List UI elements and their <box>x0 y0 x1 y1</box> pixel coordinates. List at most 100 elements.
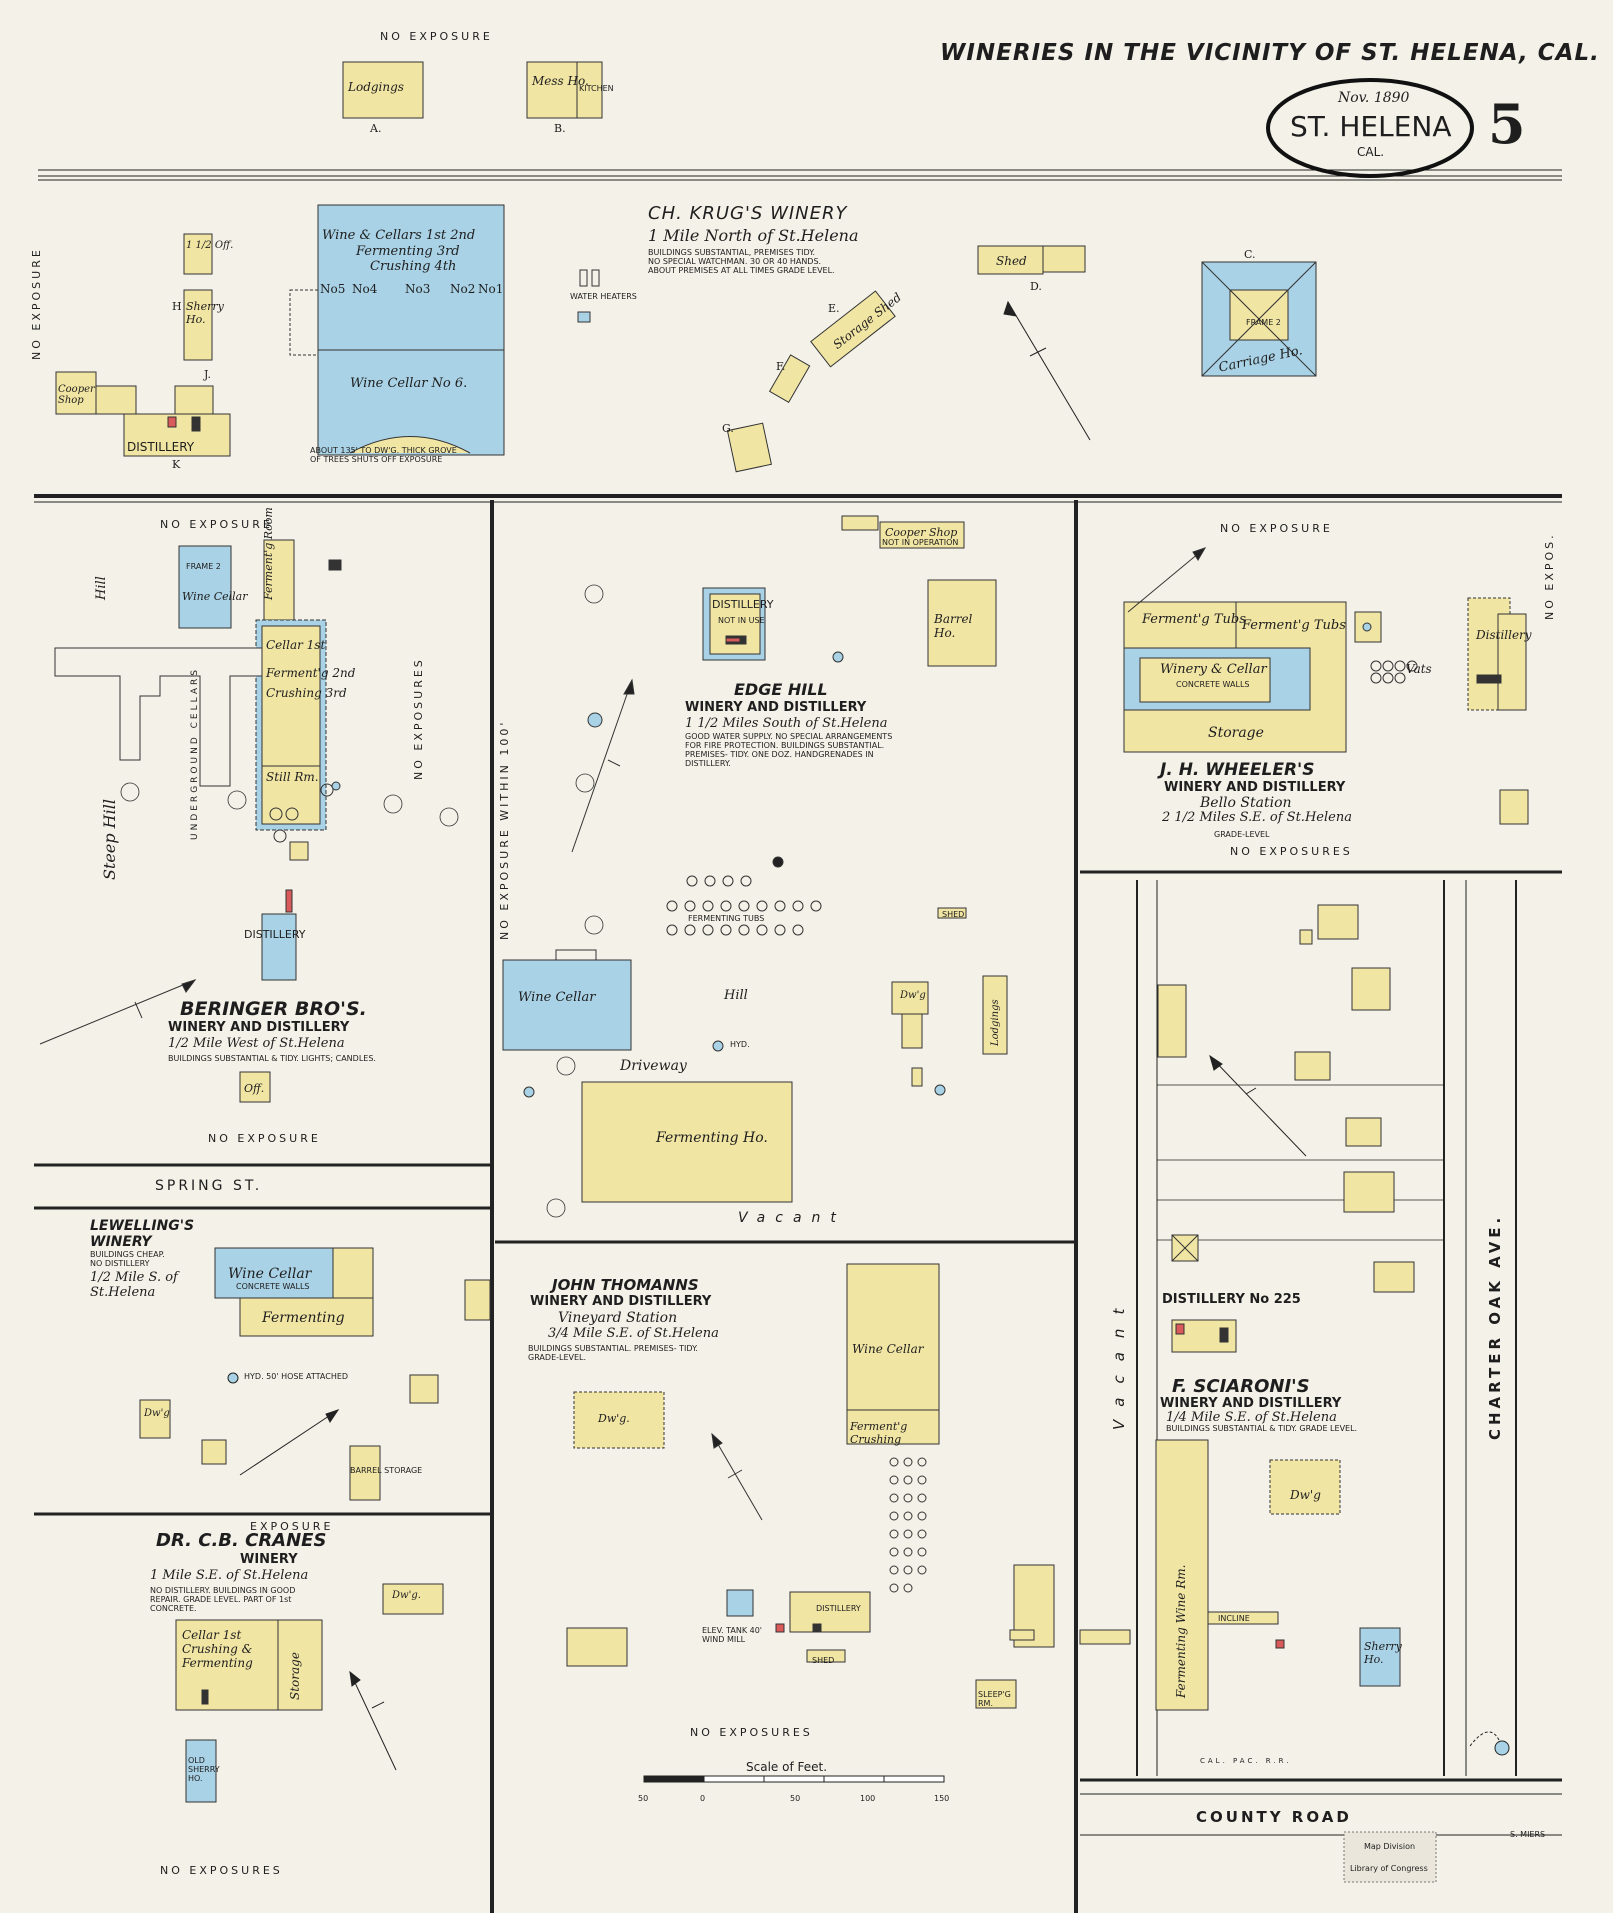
beringer-crushing: Crushing 3rd <box>266 686 347 700</box>
sciaroni-sherry: Sherry Ho. <box>1364 1640 1402 1666</box>
sherry-label: Sherry Ho. <box>186 300 224 326</box>
letter-g: G. <box>722 422 734 435</box>
frame-label: FRAME 2 <box>1246 318 1281 327</box>
beringer-notes: BUILDINGS SUBSTANTIAL & TIDY. LIGHTS; CA… <box>168 1054 376 1063</box>
lewelling-storage: BARREL STORAGE <box>350 1466 423 1475</box>
wheeler-ferment1: Ferment'g Tubs <box>1142 612 1246 627</box>
thomann-cellar: Wine Cellar <box>852 1342 924 1356</box>
library-stamp <box>1343 1831 1437 1883</box>
scale-tick-1: 0 <box>700 1794 706 1803</box>
wheeler-exposure-side: NO EXPOS. <box>1543 532 1556 620</box>
county-road: COUNTY ROAD <box>1196 1808 1352 1826</box>
krug-side-exposure: NO EXPOSURE <box>30 247 43 360</box>
charter-oak-ave: CHARTER OAK AVE. <box>1486 1213 1504 1440</box>
top-exposure: NO EXPOSURE <box>380 30 493 43</box>
wheeler-winery-label: Winery & Cellar <box>1160 662 1267 677</box>
thomann-dwg: Dw'g. <box>598 1412 630 1425</box>
storage-shed <box>810 290 896 368</box>
wheeler-ferment2: Ferment'g Tubs <box>1242 618 1346 633</box>
wheeler-exposure-bottom: NO EXPOSURES <box>1230 845 1353 858</box>
beringer-ferment: Ferment'g 2nd <box>266 666 356 680</box>
beringer-cellar-label: Wine Cellar <box>182 590 248 603</box>
lewelling-fermenting: Fermenting <box>262 1310 345 1326</box>
beringer-sub: WINERY AND DISTILLERY <box>168 1020 350 1035</box>
wheeler-location: 2 1/2 Miles S.E. of St.Helena <box>1162 810 1352 825</box>
cranes-location: 1 Mile S.E. of St.Helena <box>150 1568 309 1583</box>
beringer-location: 1/2 Mile West of St.Helena <box>168 1036 345 1051</box>
barrel-label: Barrel Ho. <box>934 612 973 640</box>
lodgings-edgehill: Lodgings <box>990 999 1001 1046</box>
letter-c: C. <box>1244 248 1256 261</box>
railroad-label: CAL. PAC. R.R. <box>1200 1757 1292 1765</box>
letter-h: H <box>172 300 182 313</box>
mess-house <box>526 61 578 119</box>
edgehill-cooper: Cooper Shop <box>885 526 958 539</box>
thomann-exposure: NO EXPOSURES <box>690 1726 813 1739</box>
beringer-exposure-top: NO EXPOSURE <box>160 518 273 531</box>
city-name: ST. HELENA <box>1290 110 1452 143</box>
beringer-wine-cellar <box>178 545 232 629</box>
sciaroni-name: F. SCIARONI'S <box>1172 1376 1310 1397</box>
krug-distillery <box>123 413 231 457</box>
spring-street: SPRING ST. <box>155 1178 263 1194</box>
scale-tick-2: 50 <box>790 1794 801 1803</box>
lewelling-walls: CONCRETE WALLS <box>236 1282 310 1291</box>
wheeler-walls: CONCRETE WALLS <box>1176 680 1250 689</box>
steep-hill: Steep Hill <box>100 799 119 880</box>
beringer-off: Off. <box>244 1082 265 1095</box>
edgehill-distillery-label: DISTILLERY <box>712 598 774 611</box>
cranes-cellar: Cellar 1st <box>182 1628 242 1642</box>
fermenting-house <box>581 1081 793 1203</box>
wheeler-exposure-top: NO EXPOSURE <box>1220 522 1333 535</box>
beringer-hill: Hill <box>94 576 109 600</box>
bay-3: No3 <box>405 282 431 296</box>
bay-1: No1 <box>478 282 504 296</box>
thomann-notes: BUILDINGS SUBSTANTIAL. PREMISES- TIDY. G… <box>528 1344 698 1362</box>
kitchen-label: KITCHEN <box>579 84 614 93</box>
thomann-shed: SHED <box>812 1656 835 1665</box>
letter-a: A. <box>370 122 382 135</box>
edgehill-name: EDGE HILL <box>734 680 828 699</box>
krug-location: 1 Mile North of St.Helena <box>648 226 859 245</box>
edgehill-not-in-use: NOT IN USE <box>718 616 765 625</box>
letter-b: B. <box>554 122 566 135</box>
beringer-ferment-room: Ferment'g Room <box>262 507 275 600</box>
cranes-crushing: Crushing & <box>182 1642 253 1656</box>
lewelling-dwg: Dw'g <box>144 1408 170 1419</box>
stamp-line1: Map Division <box>1364 1842 1416 1851</box>
sciaroni-dwelling <box>1269 1459 1341 1515</box>
sheet-title: WINERIES IN THE VICINITY OF ST. HELENA, … <box>940 40 1600 66</box>
bay-5: No5 <box>320 282 346 296</box>
water-heaters-label: WATER HEATERS <box>570 292 637 301</box>
lewelling-location: 1/2 Mile S. of St.Helena <box>90 1270 178 1300</box>
fermenting-house-label: Fermenting Ho. <box>656 1130 768 1146</box>
letter-d: D. <box>1030 280 1042 293</box>
krug-shed <box>977 245 1044 275</box>
lewelling-wine-cellar <box>214 1247 348 1299</box>
letter-e: E. <box>828 302 840 315</box>
sciaroni-notes: BUILDINGS SUBSTANTIAL & TIDY. GRADE LEVE… <box>1166 1424 1358 1433</box>
letter-j: J. <box>204 368 212 381</box>
thomann-station: Vineyard Station <box>558 1310 678 1326</box>
barrel-house <box>927 579 997 667</box>
thomann-name: JOHN THOMANNS <box>552 1276 699 1294</box>
beringer-distillery <box>261 913 297 981</box>
scale-tick-3: 100 <box>860 1794 876 1803</box>
sciaroni-distillery-label: DISTILLERY No 225 <box>1162 1292 1301 1307</box>
lodgings-building <box>342 61 424 119</box>
wheeler-name: J. H. WHEELER'S <box>1160 760 1315 780</box>
beringer-name: BERINGER BRO'S. <box>180 998 367 1020</box>
krug-notes: BUILDINGS SUBSTANTIAL, PREMISES TIDY. NO… <box>648 248 835 275</box>
edgehill-shed: SHED <box>942 910 965 919</box>
crushing-label: Crushing 4th <box>370 259 457 274</box>
state-name: CAL. <box>1357 145 1385 159</box>
thomann-distillery: DISTILLERY <box>816 1604 861 1613</box>
city-emblem <box>1266 78 1474 178</box>
beringer-exposure-side: NO EXPOSURES <box>412 657 425 780</box>
beringer-cellar: Cellar 1st <box>266 638 326 652</box>
lewelling-name: LEWELLING'S WINERY <box>90 1218 195 1250</box>
thomann-windmill: ELEV. TANK 40' WIND MILL <box>702 1626 762 1644</box>
krug-distillery-label: DISTILLERY <box>127 440 195 454</box>
fermenting-label: Fermenting 3rd <box>356 244 460 259</box>
edgehill-dwg: Dw'g <box>900 990 926 1001</box>
